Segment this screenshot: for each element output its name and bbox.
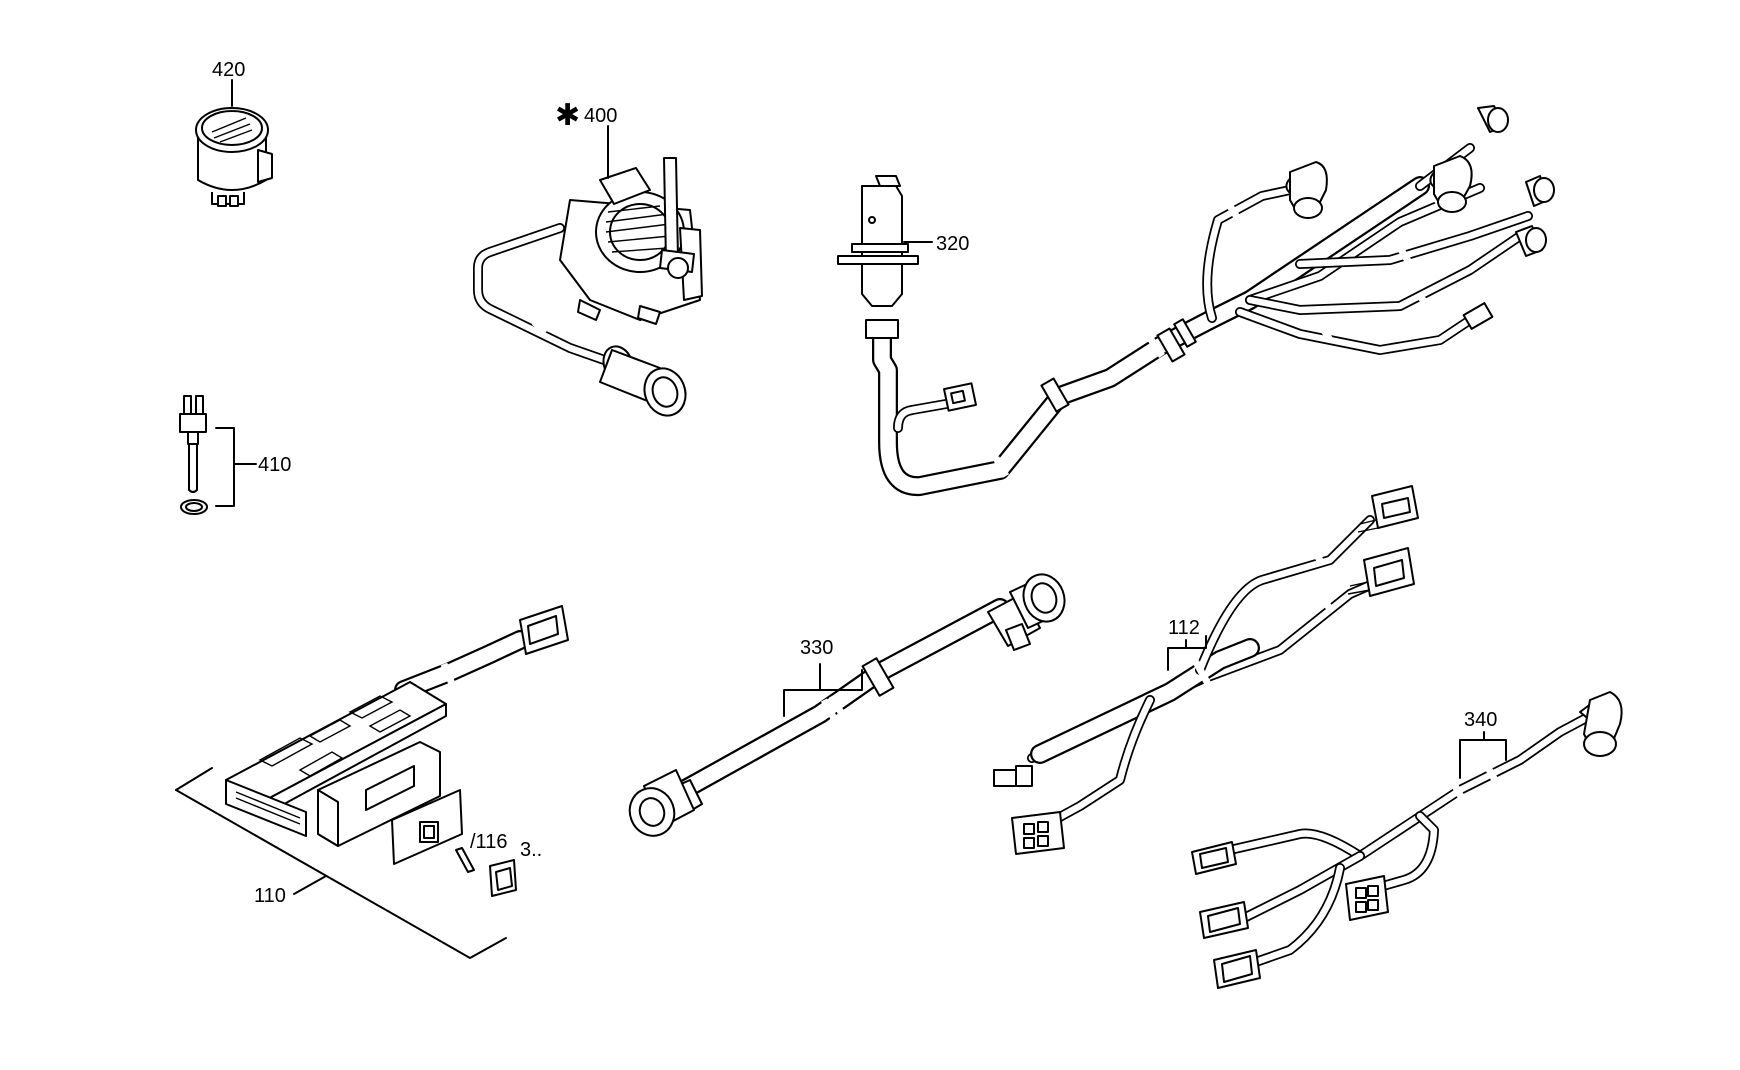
part-420-gauge xyxy=(195,107,273,207)
label-3x: 3.. xyxy=(520,839,542,861)
connector-elbow-c xyxy=(1477,105,1509,133)
connector-elbow-b xyxy=(1429,155,1473,213)
connector-bottom xyxy=(1011,811,1065,855)
part-400-actuator xyxy=(473,157,703,417)
part-410-sensor xyxy=(179,395,208,515)
label-400: 400 xyxy=(584,105,617,127)
connector-flat-a xyxy=(1191,841,1237,875)
connector-elbow-e xyxy=(1515,225,1547,257)
connector-flat-b xyxy=(1199,901,1249,939)
label-112: 112 xyxy=(1168,617,1200,639)
connector-flat-c xyxy=(1213,949,1261,989)
connector-block xyxy=(1345,875,1389,921)
part-340-harness xyxy=(1191,691,1623,989)
part-112-harness xyxy=(993,485,1419,855)
label-320: 320 xyxy=(936,233,969,255)
connector-top-a xyxy=(1357,485,1419,533)
connector-elbow-d xyxy=(1525,175,1555,207)
connector-elbow-a xyxy=(1285,161,1328,219)
connector-small xyxy=(1462,302,1494,330)
label-330: 330 xyxy=(800,637,833,659)
label-340: 340 xyxy=(1464,709,1497,731)
label-420: 420 xyxy=(212,59,245,81)
connector-left-small xyxy=(993,765,1033,787)
label-410: 410 xyxy=(258,454,291,476)
marker-400: ✱ xyxy=(555,98,580,133)
part-330-cable xyxy=(628,573,1066,837)
part-110-control-unit xyxy=(175,605,569,959)
label-110: 110 xyxy=(254,885,286,907)
part-320-harness xyxy=(837,105,1555,497)
connector-top-b xyxy=(1347,547,1415,597)
label-116: /116 xyxy=(470,831,507,853)
